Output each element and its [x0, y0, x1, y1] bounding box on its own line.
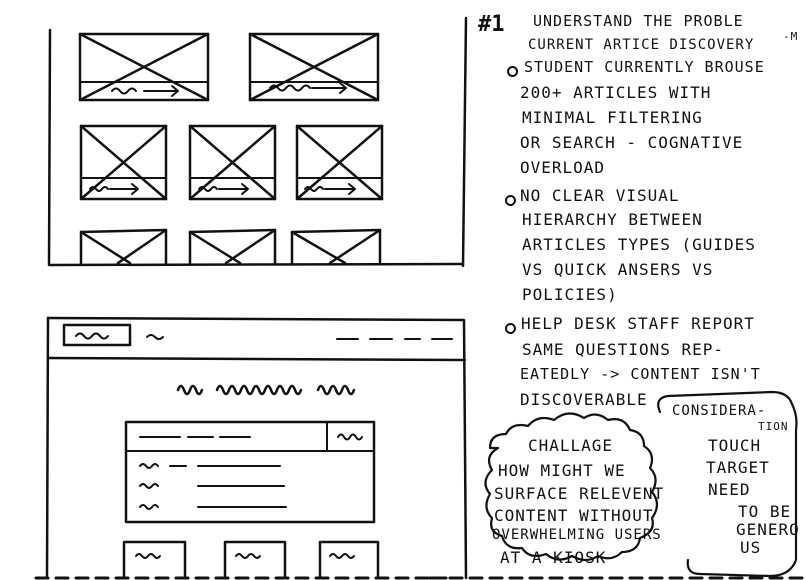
small-article-card: [79, 124, 168, 201]
problem-title-line2: CURRENT ARTICE DISCOVERY: [528, 37, 755, 53]
consideration-line: TOUCH: [708, 436, 762, 455]
frame-bottom-edge: [48, 262, 465, 267]
consideration-callout-outline: [657, 390, 798, 578]
frame-left-edge: [45, 316, 50, 580]
consideration-title: CONSIDERA-: [672, 403, 767, 419]
bullet-2-line: POLICIES): [522, 285, 618, 304]
suggestion-row: [139, 483, 285, 489]
small-article-card: [188, 124, 277, 201]
bullet-marker: [505, 195, 516, 206]
consideration-line: US: [740, 538, 762, 557]
challenge-line: SURFACE RELEVENT: [494, 484, 665, 503]
frame-right-edge: [461, 16, 468, 268]
bullet-3-line: DISCOVERABLE: [520, 390, 648, 409]
article-grid-wireframe: [47, 16, 468, 268]
problem-number: #1: [478, 12, 505, 37]
category-card: [318, 540, 380, 580]
consideration-line: TO BE: [738, 502, 792, 521]
small-article-card: [79, 228, 168, 265]
bullet-marker: [505, 323, 516, 334]
challenge-line: OVERWHELMING USERS: [492, 527, 662, 543]
bullet-1-line: OVERLOAD: [520, 158, 606, 177]
small-article-card: [295, 124, 384, 201]
nav-link-scribble: [146, 334, 164, 340]
problem-title-line1: UNDERSTAND THE PROBLE: [533, 12, 744, 30]
bullet-2-line: ARTICLES TYPES (GUIDES: [522, 235, 756, 254]
search-button-scribble: [337, 433, 363, 441]
kiosk-search-wireframe: [45, 316, 468, 580]
consideration-line: TARGET: [706, 458, 770, 477]
suggestion-row: [139, 504, 287, 510]
bullet-2-line: VS QUICK ANSERS VS: [522, 260, 714, 279]
frame-left-edge: [47, 28, 52, 267]
frame-top-right: [46, 316, 468, 580]
category-card: [122, 540, 187, 580]
small-article-card: [290, 228, 382, 265]
bullet-marker: [507, 66, 518, 77]
bullet-1-line: MINIMAL FILTERING: [522, 108, 703, 127]
bullet-2-line: NO CLEAR VISUAL: [520, 186, 680, 205]
challenge-line: CONTENT WITHOUT: [494, 506, 654, 525]
bullet-1-line: OR SEARCH - COGNATIVE: [520, 133, 744, 152]
headline-scribble: [176, 384, 356, 396]
small-article-card: [188, 228, 277, 265]
challenge-title: CHALLAGE: [528, 436, 614, 455]
category-card: [223, 540, 287, 580]
suggestion-row: [139, 463, 281, 469]
challenge-line: HOW MIGHT WE: [498, 461, 626, 480]
bullet-3-line: SAME QUESTIONS REP-: [522, 340, 725, 359]
challenge-cloud-outline: [484, 412, 659, 562]
search-dropdown-box: [124, 420, 376, 524]
bullet-2-line: HIERARCHY BETWEEN: [522, 210, 703, 229]
bullet-1-line: 200+ ARTICLES WITH: [520, 83, 712, 102]
bullet-1-line: STUDENT CURRENTLY BROUSE: [524, 58, 765, 76]
large-article-card: [248, 32, 380, 102]
nav-bar-divider: [46, 356, 467, 362]
large-article-card: [78, 32, 210, 102]
logo-box: [62, 323, 132, 347]
consideration-title-suffix: TION: [758, 420, 789, 433]
challenge-line: AT A KIOSK: [500, 548, 607, 567]
consideration-line: GENERO: [736, 520, 800, 539]
bullet-3-line: EATEDLY -> CONTENT ISN'T: [520, 365, 761, 383]
consideration-line: NEED: [708, 480, 751, 499]
problem-title-suffix: -M: [783, 30, 799, 43]
bullet-3-line: HELP DESK STAFF REPORT: [521, 314, 755, 333]
